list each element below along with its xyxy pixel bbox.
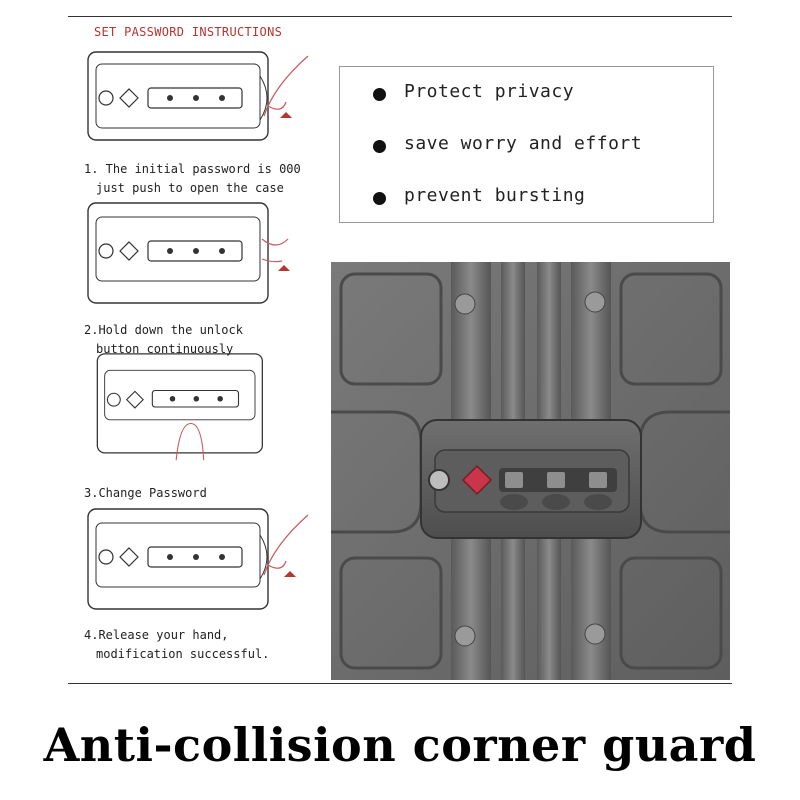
bullet-icon	[373, 88, 386, 101]
step-3-text: 3.Change Password	[84, 486, 207, 500]
benefit-item: prevent bursting	[373, 185, 585, 206]
bullet-icon	[373, 140, 386, 153]
lock-diagram-step-4	[87, 508, 309, 610]
lock-diagram-step-1	[87, 51, 309, 141]
top-divider	[68, 16, 732, 17]
lock-diagram-step-3	[96, 353, 263, 461]
instructions-title: SET PASSWORD INSTRUCTIONS	[94, 25, 283, 39]
lock-diagram-step-2	[87, 202, 290, 304]
benefit-item: save worry and effort	[373, 133, 642, 154]
benefit-item: Protect privacy	[373, 81, 574, 102]
step-4-text: 4.Release your hand, modification succes…	[84, 628, 270, 661]
step-1-text: 1. The initial password is 000 just push…	[84, 162, 301, 195]
caption-title: Anti-collision corner guard	[43, 718, 757, 772]
bottom-divider	[68, 683, 732, 684]
benefits-box: Protect privacy save worry and effort pr…	[339, 66, 714, 223]
step-2-text: 2.Hold down the unlock button continuous…	[84, 323, 243, 356]
bullet-icon	[373, 192, 386, 205]
suitcase-lock-photo	[331, 262, 730, 680]
